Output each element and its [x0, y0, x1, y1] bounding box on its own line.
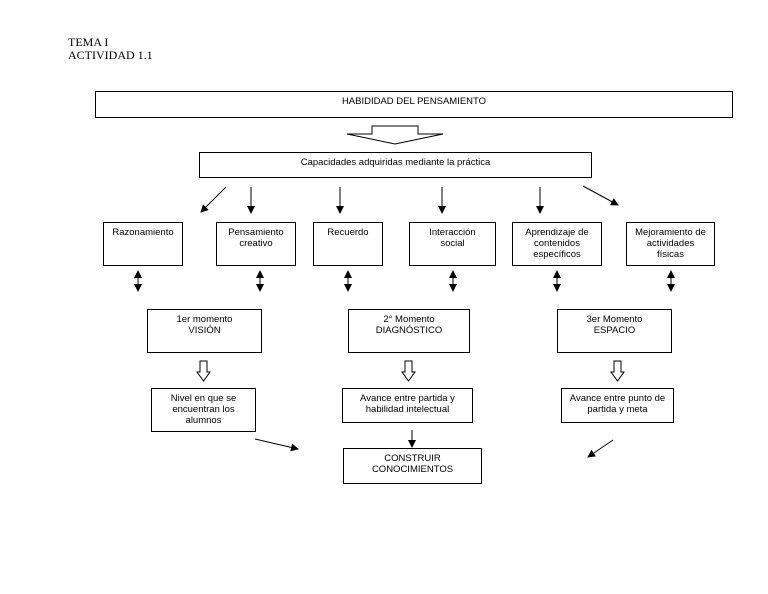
moment-2-box: 2° Momento DIAGNÓSTICO	[348, 309, 470, 353]
final-box: CONSTRUIR CONOCIMIENTOS	[343, 448, 482, 484]
outcome-label: Avance entre partida y habilidad intelec…	[360, 393, 455, 415]
header-activity: ACTIVIDAD 1.1	[68, 48, 153, 62]
capacity-label: Razonamiento	[112, 227, 174, 238]
outcome-2-box: Avance entre partida y habilidad intelec…	[342, 388, 473, 423]
capacity-mejoramiento: Mejoramiento de actividades físicas	[626, 222, 715, 266]
header-topic: TEMA I	[68, 35, 109, 49]
capacity-pensamiento: Pensamiento creativo	[216, 222, 296, 266]
hollow-small-arrow	[401, 360, 416, 382]
practice-box: Capacidades adquiridas mediante la práct…	[199, 152, 592, 178]
title-text: HABIDIDAD DEL PENSAMIENTO	[341, 96, 487, 107]
capacity-label: Mejoramiento de actividades físicas	[635, 227, 706, 260]
outcome-label: Avance entre punto de partida y meta	[569, 393, 666, 415]
capacity-aprendizaje: Aprendizaje de contenidos específicos	[512, 222, 602, 266]
outcome-3-box: Avance entre punto de partida y meta	[561, 388, 674, 423]
capacity-label: Pensamiento creativo	[228, 227, 284, 249]
capacity-razonamiento: Razonamiento	[103, 222, 183, 266]
moment-1-box: 1er momento VISIÓN	[147, 309, 262, 353]
capacity-recuerdo: Recuerdo	[313, 222, 383, 266]
practice-text: Capacidades adquiridas mediante la práct…	[300, 157, 491, 168]
title-box: HABIDIDAD DEL PENSAMIENTO	[95, 91, 733, 118]
outcome-1-box: Nivel en que se encuentran los alumnos	[151, 388, 256, 432]
moment-label: 1er momento VISIÓN	[176, 314, 233, 336]
capacity-label: Interacción social	[429, 227, 476, 249]
capacity-label: Recuerdo	[327, 227, 369, 238]
moment-3-box: 3er Momento ESPACIO	[557, 309, 672, 353]
capacity-label: Aprendizaje de contenidos específicos	[525, 227, 589, 260]
arrow-to-mejoramiento	[582, 185, 619, 206]
moment-label: 2° Momento DIAGNÓSTICO	[375, 314, 443, 336]
hollow-down-arrow	[346, 125, 444, 145]
arrow-left-to-final	[254, 438, 299, 452]
outcome-label: Nivel en que se encuentran los alumnos	[170, 393, 237, 426]
capacity-interaccion: Interacción social	[409, 222, 496, 266]
hollow-small-arrow	[196, 360, 211, 382]
arrow-right-to-final	[587, 439, 614, 458]
arrow-to-razonamiento	[200, 186, 227, 213]
final-label: CONSTRUIR CONOCIMIENTOS	[371, 453, 454, 475]
moment-label: 3er Momento ESPACIO	[586, 314, 643, 336]
hollow-small-arrow	[610, 360, 625, 382]
